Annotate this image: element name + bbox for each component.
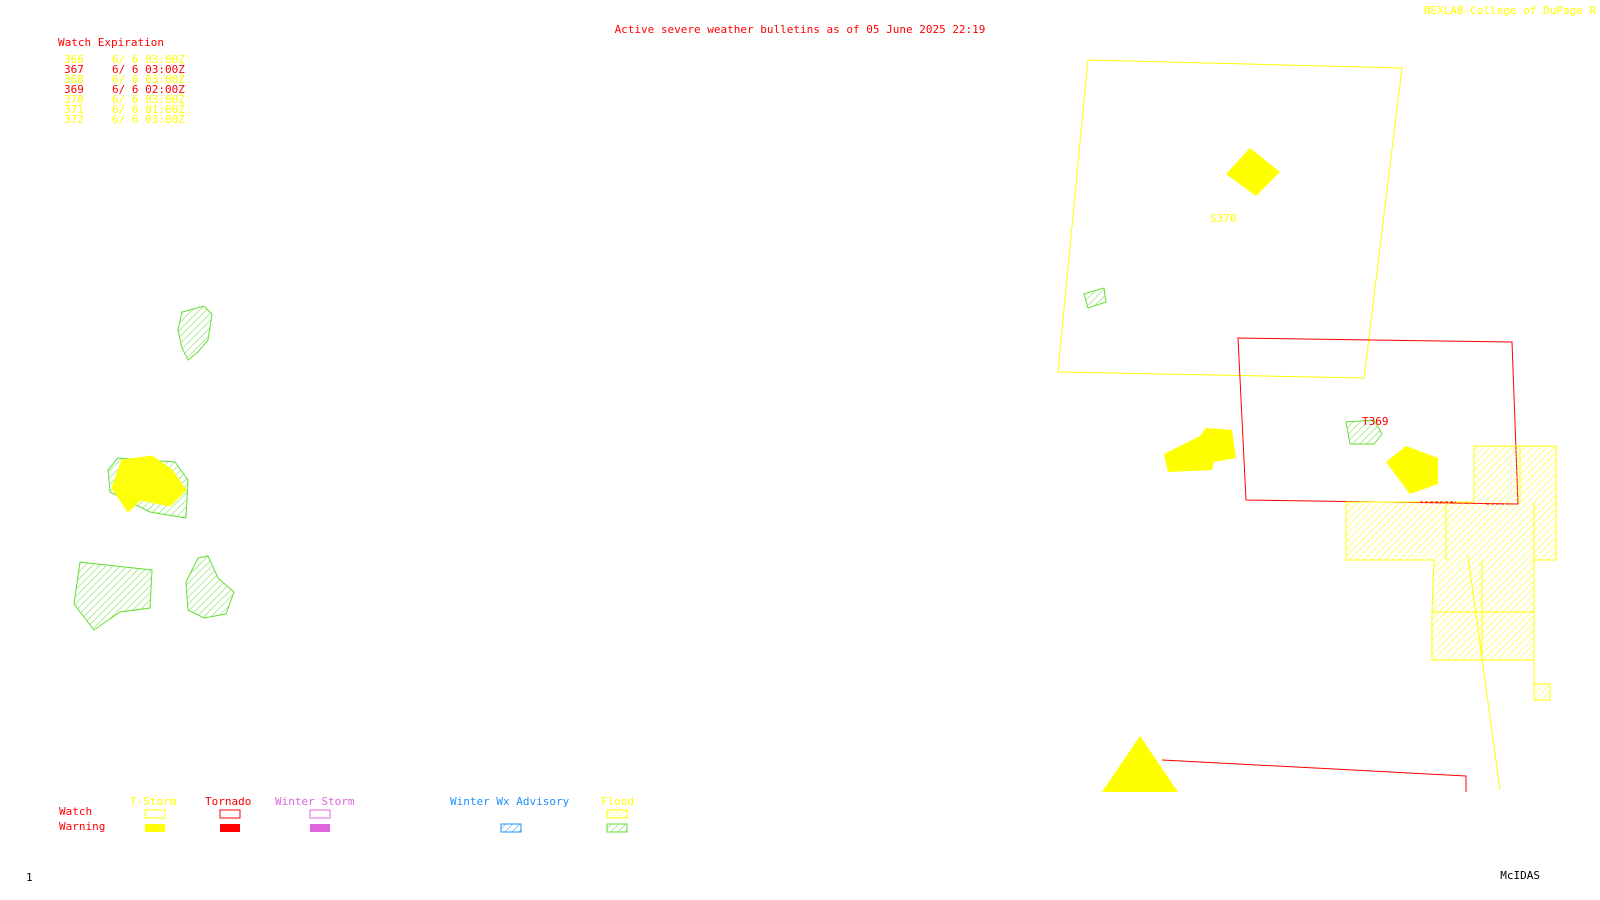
tstorm-warning-polygon <box>1164 428 1236 472</box>
frame-number: 1 <box>26 871 33 884</box>
legend-tstorm-watch-swatch <box>144 809 166 819</box>
legend-flood-label: Flood <box>601 795 635 808</box>
credit-text: NEXLAB-College of DuPage R <box>1423 4 1596 17</box>
legend-tstorm-warning-swatch <box>145 824 165 832</box>
watch-expiration-row: 372 6/ 6 03:00Z <box>64 113 185 126</box>
legend-winter-storm-warning-swatch <box>310 824 330 832</box>
legend-winter-storm-label: Winter Storm <box>275 795 355 808</box>
legend-flood-watch-swatch <box>606 809 628 819</box>
watch-number: 371 <box>64 103 84 116</box>
watch-expiration-time: 6/ 6 02:00Z <box>112 83 185 96</box>
tornado-watch-box <box>1161 759 1467 792</box>
watch-expiration-row: 371 6/ 6 01:00Z <box>64 103 185 116</box>
watch-expiration-row: 367 6/ 6 03:00Z <box>64 63 185 76</box>
flood-warning-polygon <box>185 555 235 619</box>
flood-warning-polygon <box>73 561 153 631</box>
watch-number: 372 <box>64 113 84 126</box>
legend-winter-storm-watch-swatch <box>309 809 331 819</box>
watch-expiration-row: 366 6/ 6 03:00Z <box>64 53 185 66</box>
flood-warning-polygon <box>1083 287 1107 309</box>
legend-tornado-warning-swatch <box>220 824 240 832</box>
watch-label-t369: T369 <box>1362 415 1389 428</box>
watch-expiration-time: 6/ 6 03:00Z <box>112 73 185 86</box>
legend-flood-warning-swatch <box>606 823 628 833</box>
software-label: McIDAS <box>1500 869 1540 882</box>
bulletin-title: Active severe weather bulletins as of 05… <box>614 23 986 36</box>
watch-expiration-row: 370 6/ 6 03:00Z <box>64 93 185 106</box>
legend-tornado-label: Tornado <box>205 795 252 808</box>
legend-tornado-watch-swatch <box>219 809 241 819</box>
watch-number: 370 <box>64 93 84 106</box>
watch-expiration-time: 6/ 6 03:00Z <box>112 113 185 126</box>
legend-row-watch: Watch <box>59 805 93 818</box>
tstorm-warning-polygon <box>1386 446 1438 494</box>
watch-expiration-time: 6/ 6 03:00Z <box>112 93 185 106</box>
watch-expiration-title: Watch Expiration <box>58 36 164 49</box>
legend-winter-advisory-label: Winter Wx Advisory <box>450 795 570 808</box>
flood-warning-polygon <box>1345 419 1383 445</box>
watch-label-s370: S370 <box>1210 212 1237 225</box>
watch-expiration-time: 6/ 6 03:00Z <box>112 53 185 66</box>
flood-watch-area <box>1345 445 1557 701</box>
watch-number: 369 <box>64 83 84 96</box>
tstorm-warning-polygon <box>1226 148 1280 196</box>
watch-number: 367 <box>64 63 84 76</box>
tstorm-warning-polygon <box>111 455 187 513</box>
legend-row-warning: Warning <box>59 820 106 833</box>
watch-number: 368 <box>64 73 84 86</box>
legend-winter-advisory-swatch <box>500 823 522 833</box>
flood-warning-polygon <box>177 305 213 361</box>
tstorm-watch-box <box>1057 59 1403 379</box>
watch-number: 366 <box>64 53 84 66</box>
watch-expiration-time: 6/ 6 01:00Z <box>112 103 185 116</box>
watch-expiration-row: 369 6/ 6 02:00Z <box>64 83 185 96</box>
tstorm-warning-polygon <box>1102 736 1178 792</box>
legend-tstorm-label: T-Storm <box>130 795 177 808</box>
watch-expiration-row: 368 6/ 6 03:00Z <box>64 73 185 86</box>
watch-expiration-time: 6/ 6 03:00Z <box>112 63 185 76</box>
